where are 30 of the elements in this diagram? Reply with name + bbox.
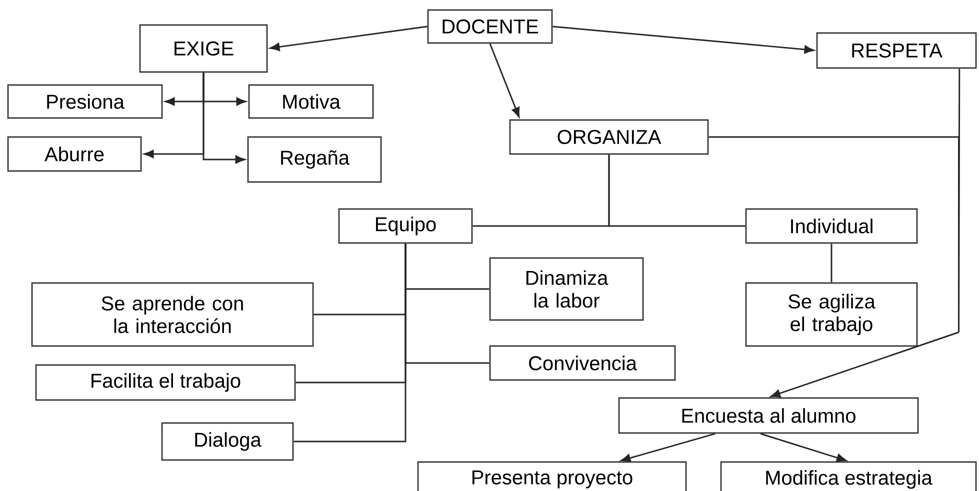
connector xyxy=(294,244,406,442)
concept-box: Convivencia xyxy=(489,345,676,381)
arrow xyxy=(770,332,959,398)
connector xyxy=(270,26,428,52)
concept-box: Equipo xyxy=(338,208,473,244)
concept-box: RESPETA xyxy=(816,32,977,69)
concept-box: Se aprende con la interacción xyxy=(31,282,314,347)
concept-box: Aburre xyxy=(7,136,142,172)
concept-box: Encuesta al alumno xyxy=(618,397,919,434)
connector xyxy=(489,43,520,118)
concept-box: Modifica estrategia xyxy=(720,461,977,491)
concept-box: Dialoga xyxy=(161,422,294,461)
concept-box: DOCENTE xyxy=(427,9,553,44)
connector xyxy=(202,72,246,164)
concept-box: ORGANIZA xyxy=(509,119,709,155)
concept-box: EXIGE xyxy=(139,24,268,73)
concept-box: Presenta proyecto xyxy=(417,461,687,491)
connector xyxy=(620,433,716,462)
concept-box: Dinamiza la labor xyxy=(489,257,644,321)
connector xyxy=(608,154,746,227)
concept-box: Se agiliza el trabajo xyxy=(745,282,918,347)
concept-box: Facilita el trabajo xyxy=(35,364,296,401)
connector xyxy=(552,26,814,54)
connector xyxy=(760,433,846,462)
concept-box: Regaña xyxy=(247,136,382,183)
connector xyxy=(830,244,832,282)
concept-box: Motiva xyxy=(248,84,374,119)
connector xyxy=(708,136,960,332)
concept-box: Individual xyxy=(745,208,918,244)
concept-box: Presiona xyxy=(7,84,163,119)
